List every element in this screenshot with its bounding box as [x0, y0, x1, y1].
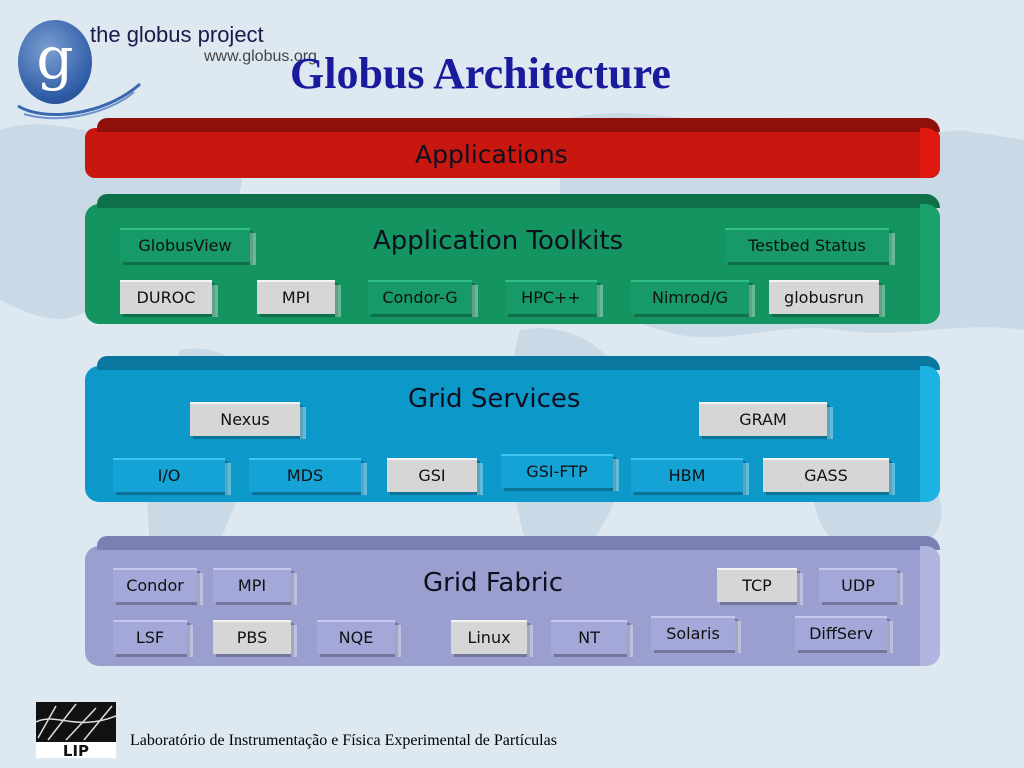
- toolkit-globusview: GlobusView: [120, 228, 256, 265]
- grid-fabric-layer: Grid Fabric Condor MPI TCP UDP LSF PBS N…: [85, 536, 940, 666]
- grid-fabric-title: Grid Fabric: [423, 568, 564, 598]
- lip-logo-icon: LIP: [36, 702, 116, 758]
- fabric-condor: Condor: [113, 568, 203, 605]
- fabric-tcp: TCP: [717, 568, 803, 605]
- fabric-nqe: NQE: [317, 620, 401, 657]
- grid-services-layer-side: [920, 366, 940, 502]
- applications-layer-side: [920, 128, 940, 178]
- fabric-mpi: MPI: [213, 568, 297, 605]
- fabric-solaris: Solaris: [651, 616, 741, 653]
- service-gsi-ftp: GSI-FTP: [501, 454, 619, 491]
- applications-layer-top: [97, 118, 940, 132]
- grid-fabric-layer-side: [920, 546, 940, 666]
- logo-title: the globus project: [90, 22, 264, 47]
- toolkit-condor-g: Condor-G: [368, 280, 478, 317]
- service-gram: GRAM: [699, 402, 833, 439]
- grid-fabric-layer-top: [97, 536, 940, 550]
- lip-logo-text: LIP: [63, 742, 89, 758]
- toolkits-layer-top: [97, 194, 940, 208]
- toolkit-mpi: MPI: [257, 280, 341, 317]
- applications-layer: Applications: [85, 118, 940, 178]
- toolkit-duroc: DUROC: [120, 280, 218, 317]
- toolkits-title: Application Toolkits: [373, 226, 624, 256]
- fabric-linux: Linux: [451, 620, 533, 657]
- grid-services-layer: Grid Services Nexus GRAM I/O MDS GSI GSI…: [85, 356, 940, 502]
- grid-services-layer-top: [97, 356, 940, 370]
- globus-g-icon: g: [18, 20, 92, 104]
- service-nexus: Nexus: [190, 402, 306, 439]
- service-io: I/O: [113, 458, 231, 495]
- service-gsi: GSI: [387, 458, 483, 495]
- fabric-udp: UDP: [819, 568, 903, 605]
- fabric-lsf: LSF: [113, 620, 193, 657]
- page-title: Globus Architecture: [290, 49, 671, 98]
- applications-title: Applications: [415, 140, 568, 169]
- service-mds: MDS: [249, 458, 367, 495]
- service-gass: GASS: [763, 458, 895, 495]
- orbit-swoosh-icon: [17, 82, 141, 120]
- globus-project-logo: g the globus project www.globus.org: [14, 18, 344, 120]
- fabric-diffserv: DiffServ: [795, 616, 893, 653]
- toolkit-testbed-status: Testbed Status: [725, 228, 895, 265]
- footer-text: Laboratório de Instrumentação e Física E…: [130, 732, 557, 749]
- toolkit-globusrun: globusrun: [769, 280, 885, 317]
- fabric-pbs: PBS: [213, 620, 297, 657]
- grid-services-title: Grid Services: [408, 384, 581, 414]
- toolkits-layer-side: [920, 204, 940, 324]
- logo-url: www.globus.org: [204, 48, 317, 65]
- toolkit-nimrod-g: Nimrod/G: [631, 280, 755, 317]
- application-toolkits-layer: Application Toolkits GlobusView Testbed …: [85, 194, 940, 324]
- fabric-nt: NT: [551, 620, 633, 657]
- toolkit-hpcpp: HPC++: [505, 280, 603, 317]
- service-hbm: HBM: [631, 458, 749, 495]
